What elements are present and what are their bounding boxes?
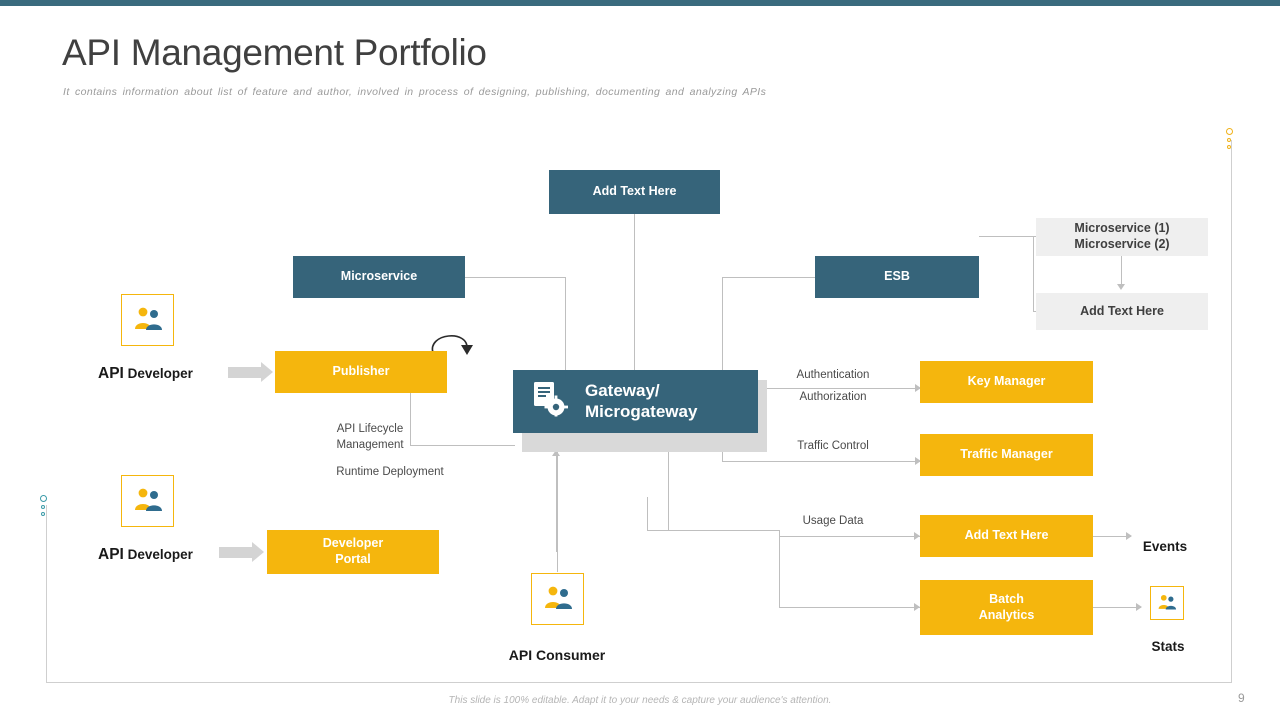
node-key-manager[interactable]: Key Manager — [920, 361, 1093, 403]
connector-events — [1093, 536, 1131, 537]
arrowhead-addtext-usage — [914, 532, 920, 540]
connector-esb-to-microservices — [979, 236, 1037, 237]
connector-gateway-down — [668, 429, 669, 530]
connector-addtext-usage-horizontal — [779, 536, 920, 537]
footer-note: This slide is 100% editable. Adapt it to… — [448, 695, 832, 706]
connector-portal-up — [556, 455, 557, 552]
gateway-label: Gateway/ Microgateway — [585, 381, 697, 422]
api-developer-bottom-label: API Developer — [98, 546, 193, 564]
user-group-icon — [1158, 594, 1177, 610]
label-api-consumer: API Consumer — [508, 647, 606, 663]
arrowhead-stats — [1136, 603, 1142, 611]
arrowhead-traffic — [915, 457, 921, 465]
connector-usage-vertical — [647, 497, 648, 531]
label-usage-data: Usage Data — [802, 515, 864, 527]
dot-icon — [41, 512, 45, 516]
label-api-lifecycle-management: API Lifecycle Management — [300, 422, 440, 453]
connector-esb-branch-vertical — [1033, 236, 1034, 312]
arrowhead-keymanager — [915, 384, 921, 392]
api-consumer-avatar — [531, 573, 584, 625]
node-batch-analytics[interactable]: Batch Analytics — [920, 580, 1093, 635]
dot-icon — [41, 505, 45, 509]
connector-keymanager-horizontal — [760, 388, 921, 389]
connector-traffic-horizontal — [722, 461, 921, 462]
developer-portal-line2: Portal — [335, 552, 371, 566]
connector-publisher-to-gateway — [410, 445, 515, 446]
developer-portal-line1: Developer — [322, 536, 384, 551]
decor-dots-bottom-left — [40, 495, 47, 516]
connector-usage-horizontal — [647, 530, 780, 531]
connector-batch-horizontal — [779, 607, 920, 608]
user-group-icon — [544, 586, 572, 609]
node-add-text-right[interactable]: Add Text Here — [1036, 293, 1208, 330]
label-events: Events — [1142, 539, 1188, 554]
arrowhead-events — [1126, 532, 1132, 540]
loop-arrow-icon — [431, 335, 473, 355]
api-developer-top-label: API Developer — [98, 365, 193, 383]
batch-analytics-line2: Analytics — [978, 607, 1035, 622]
microservice-2-label: Microservice (2) — [1074, 237, 1170, 251]
node-traffic-manager[interactable]: Traffic Manager — [920, 434, 1093, 476]
arrowhead-batch — [914, 603, 920, 611]
page-subtitle: It contains information about list of fe… — [63, 86, 767, 98]
dot-icon — [1227, 138, 1231, 142]
node-microservice[interactable]: Microservice — [293, 256, 465, 298]
arrow-developer-to-publisher — [228, 362, 273, 382]
server-document-icon — [531, 381, 569, 422]
dot-icon — [1227, 145, 1231, 149]
node-add-text-top[interactable]: Add Text Here — [549, 170, 720, 214]
page-number: 9 — [1238, 691, 1245, 705]
node-microservice-list[interactable]: Microservice (1) Microservice (2) — [1036, 218, 1208, 256]
node-gateway[interactable]: Gateway/ Microgateway — [513, 370, 758, 433]
node-add-text-usage[interactable]: Add Text Here — [920, 515, 1093, 557]
frame-line-right — [1231, 140, 1232, 683]
node-esb[interactable]: ESB — [815, 256, 979, 298]
api-developer-top-avatar — [121, 294, 174, 346]
api-developer-bottom-api: API — [98, 546, 124, 563]
label-authentication: Authentication — [796, 369, 870, 381]
node-publisher[interactable]: Publisher — [275, 351, 447, 393]
page-title: API Management Portfolio — [62, 32, 487, 73]
top-accent-bar — [0, 0, 1280, 6]
frame-line-left — [46, 505, 47, 683]
connector-publisher-down — [410, 372, 411, 445]
label-authorization: Authorization — [799, 391, 867, 403]
arrowhead-portal-up — [552, 450, 560, 456]
api-developer-top-word: Developer — [123, 366, 193, 381]
dot-icon — [40, 495, 47, 502]
connector-microservice-right — [465, 277, 565, 278]
api-lifecycle-line1: API Lifecycle — [336, 423, 404, 435]
api-developer-bottom-word: Developer — [123, 547, 193, 562]
connector-addtext-to-gateway — [634, 214, 635, 374]
gateway-line2: Microgateway — [585, 401, 698, 421]
connector-batch-vertical — [779, 530, 780, 607]
connector-stats — [1093, 607, 1141, 608]
frame-line-bottom — [46, 682, 1232, 683]
label-traffic-control: Traffic Control — [797, 440, 869, 452]
label-stats: Stats — [1151, 639, 1185, 654]
connector-gateway-esb-vertical — [722, 277, 723, 461]
microservice-1-label: Microservice (1) — [1074, 221, 1170, 236]
node-developer-portal[interactable]: Developer Portal — [267, 530, 439, 574]
stats-avatar — [1150, 586, 1184, 620]
connector-gateway-to-esb — [722, 277, 815, 278]
arrowhead-microservice-down — [1117, 284, 1125, 290]
decor-dots-top-right — [1226, 128, 1233, 149]
dot-icon — [1226, 128, 1233, 135]
user-group-icon — [134, 488, 162, 511]
api-developer-top-api: API — [98, 365, 124, 382]
connector-microservice-down — [565, 277, 566, 373]
connector-consumer-up — [557, 432, 558, 572]
batch-analytics-line1: Batch — [989, 591, 1024, 606]
arrow-developer-to-portal — [219, 542, 264, 562]
user-group-icon — [134, 307, 162, 330]
api-lifecycle-line2: Management — [336, 438, 404, 451]
api-developer-bottom-avatar — [121, 475, 174, 527]
label-runtime-deployment: Runtime Deployment — [336, 466, 444, 478]
gateway-line1: Gateway/ — [585, 381, 660, 401]
connector-microservice-to-addtext — [1121, 256, 1122, 286]
